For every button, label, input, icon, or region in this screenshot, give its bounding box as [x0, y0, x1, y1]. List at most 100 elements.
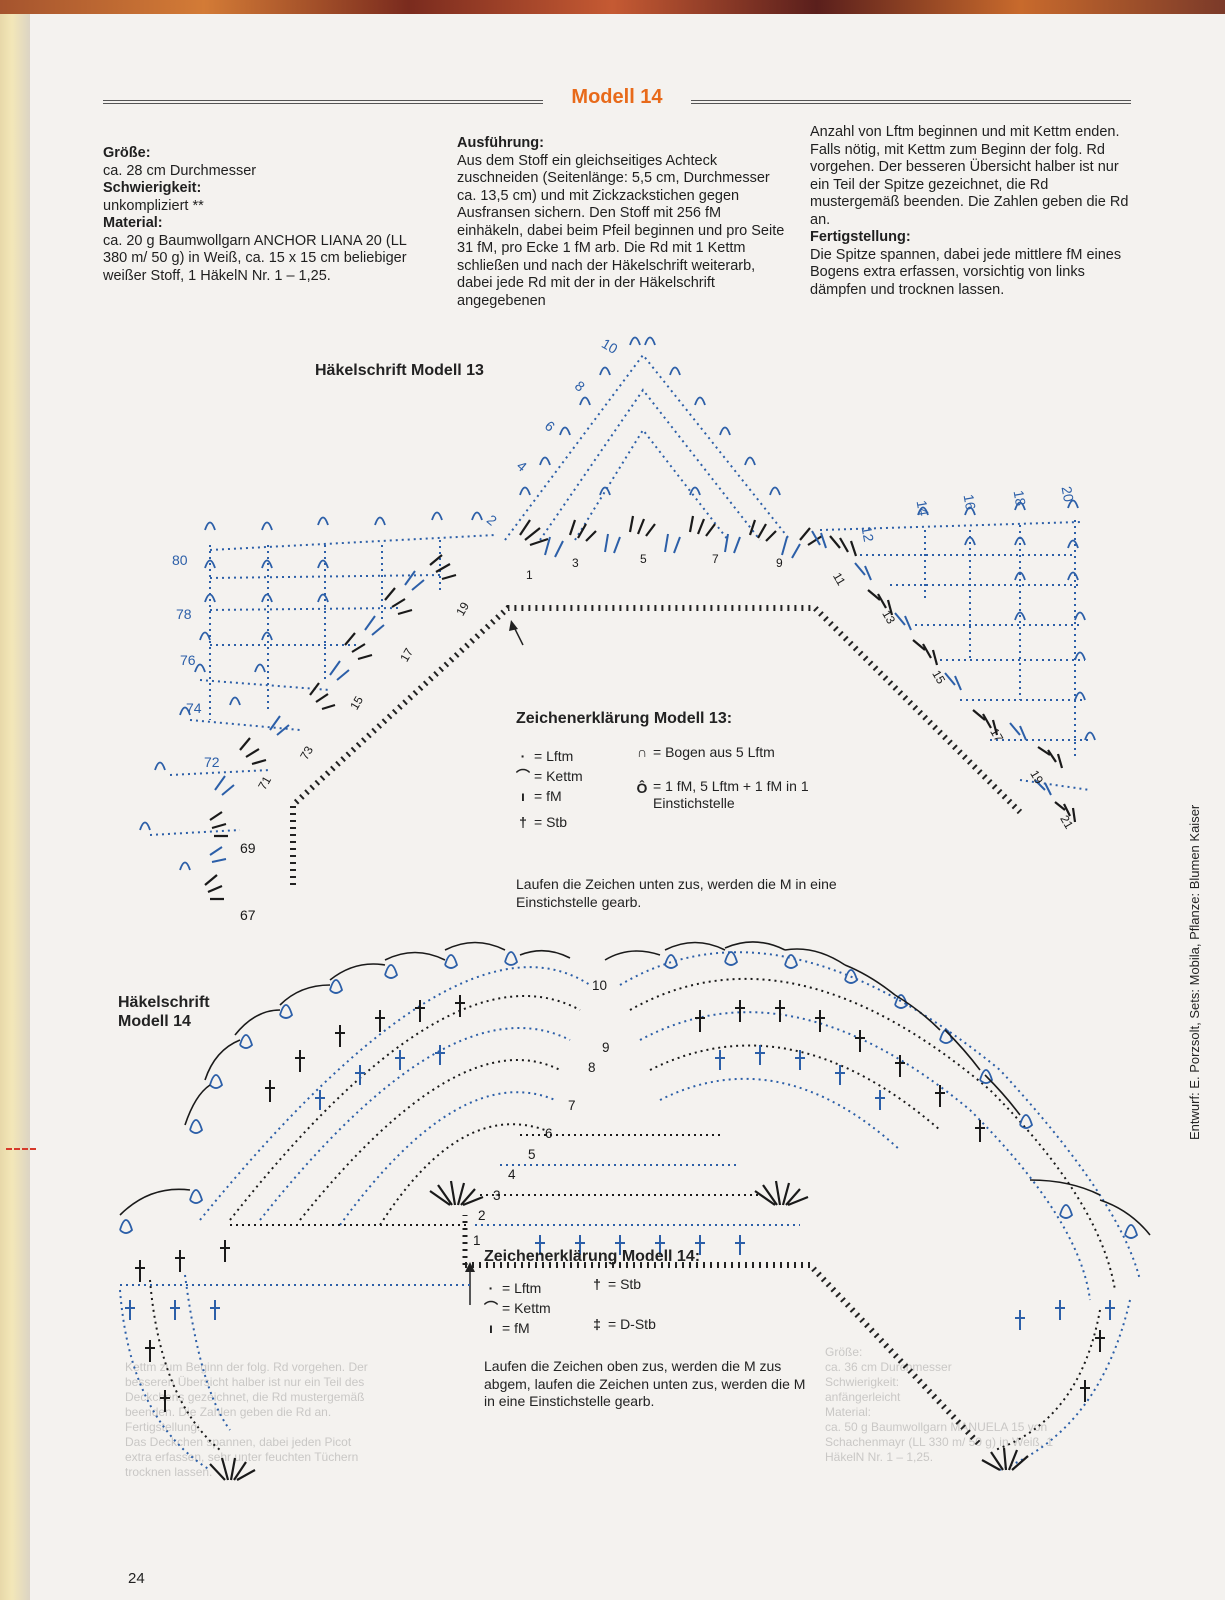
diagram-13 [139, 336, 1096, 901]
fabric-edge-13 [290, 605, 1023, 885]
diagram-14-heading: Häkelschrift Modell 14 [118, 994, 210, 1030]
legend-14-note: Laufen die Zeichen oben zus, werden die … [484, 1358, 806, 1409]
legend-13-bogen: ∩= Bogen aus 5 Lftm [636, 744, 775, 760]
bogen-14 [119, 951, 1139, 1239]
round-label: 69 [240, 840, 256, 856]
size-heading: Größe: [103, 145, 151, 161]
right-picots [917, 499, 1096, 741]
arch-icon: ∩ [636, 744, 648, 760]
round-label: 7 [568, 1098, 576, 1113]
chain-dot-icon: · [488, 1280, 494, 1296]
round-label: 16 [960, 492, 980, 512]
fan-row-top [519, 515, 823, 547]
rows-14 [120, 1134, 800, 1286]
round-label: 7 [712, 552, 719, 566]
slip-stitch-icon: ⌒ [484, 1300, 498, 1316]
legend-13-note: Laufen die Zeichen unten zus, werden die… [516, 876, 837, 910]
double-crochet-icon: † [593, 1276, 601, 1292]
round-label: 18 [1010, 488, 1030, 508]
corner-fans-14 [209, 1180, 1029, 1481]
size-text: ca. 28 cm Durchmesser [103, 162, 257, 179]
single-crochet-icon: ı [489, 1320, 493, 1336]
left-picots [139, 511, 483, 871]
round-label: 67 [240, 907, 256, 923]
round-label: 5 [640, 552, 647, 566]
right-arm-fans [829, 535, 1077, 823]
double-crochet-icon: † [519, 814, 527, 830]
blue-stitches-14 [125, 1045, 1115, 1330]
material-text: ca. 20 g Baumwollgarn ANCHOR LIANA 20 (L… [103, 232, 407, 284]
round-label: 2 [478, 1208, 486, 1223]
legend-13-title: Zeichenerklärung Modell 13: [516, 710, 733, 727]
round-label: 20 [1058, 484, 1078, 504]
execution-text: Aus dem Stoff ein gleichseitiges Achteck… [457, 152, 785, 309]
stb-stitches-14 [135, 995, 1105, 1412]
legend-13-lftm: ·= Lftm [516, 748, 574, 765]
legend-13-combo: Ô= 1 fM, 5 Lftm + 1 fM in 1 Einstichstel… [636, 778, 809, 811]
top-point-lines [504, 353, 791, 541]
instructions-column-1: Größe: ca. 28 cm Durchmesser Schwierigke… [103, 145, 433, 285]
round-label: 1 [526, 568, 533, 582]
difficulty-text: unkompliziert ** [103, 197, 204, 214]
page-number: 24 [128, 1570, 145, 1587]
legend-14-title: Zeichenerklärung Modell 14: [484, 1248, 701, 1265]
finishing-heading: Fertigstellung: [810, 229, 911, 245]
round-label: 12 [858, 524, 878, 544]
legend-14-fm: ı= fM [484, 1320, 530, 1337]
picot-icon: Ô [636, 780, 648, 796]
treble-crochet-icon: ‡ [593, 1316, 601, 1332]
arcs-14 [119, 951, 1141, 1471]
legend-13-fm: ı= fM [516, 788, 562, 805]
top-picots [519, 336, 781, 496]
round-label: 10 [592, 978, 608, 993]
legend-14-lftm: ·= Lftm [484, 1280, 542, 1297]
diagram-14 [119, 941, 1151, 1481]
right-arm-blue-fans [811, 530, 1052, 796]
binding-strip [0, 0, 30, 1600]
round-label: 6 [545, 1126, 553, 1141]
round-label: 76 [180, 652, 196, 668]
left-arm-dotted [149, 534, 496, 836]
difficulty-heading: Schwierigkeit: [103, 180, 202, 196]
finishing-text: Die Spitze spannen, dabei jede mittlere … [810, 246, 1122, 298]
show-through-text: Kettm zum Beginn der folg. Rd vorgehen. … [125, 1360, 368, 1479]
chain-dot-icon: · [520, 748, 526, 764]
slip-stitch-icon: ⌒ [516, 768, 530, 784]
round-label: 8 [588, 1060, 596, 1075]
fan-row-top-blue [544, 533, 801, 559]
header-rule-right [691, 100, 1131, 104]
top-edge-strip [0, 0, 1225, 14]
legend-13-stb: †= Stb [516, 814, 567, 831]
continuation-text: Anzahl von Lftm beginnen und mit Kettm e… [810, 124, 1129, 228]
round-label: 74 [186, 700, 202, 716]
material-heading: Material: [103, 215, 163, 231]
round-label: 9 [776, 556, 783, 570]
red-dash-mark [6, 1148, 36, 1150]
round-label: 3 [572, 556, 579, 570]
legend-14-dstb: ‡= D-Stb [590, 1316, 656, 1333]
instructions-column-3: Anzahl von Lftm beginnen und mit Kettm e… [810, 124, 1140, 299]
start-arrow-head-14 [465, 1262, 475, 1272]
section-header: Modell 14 [103, 86, 1131, 112]
legend-14-stb: †= Stb [590, 1276, 641, 1293]
legend-13-kettm: ⌒= Kettm [516, 768, 583, 784]
left-arm-fans [204, 554, 457, 901]
scallop-edge-14 [119, 941, 1151, 1236]
start-arrow-head-13 [509, 620, 518, 631]
fabric-edge-14 [465, 1262, 983, 1448]
single-crochet-icon: ı [521, 788, 525, 804]
left-arm-blue-fans [209, 570, 425, 863]
execution-heading: Ausführung: [457, 135, 544, 151]
round-label: 4 [508, 1167, 516, 1182]
design-credit: Entwurf: E. Porzsolt, Sets: Mobila, Pfla… [1187, 804, 1202, 1140]
round-label: 14 [913, 498, 933, 518]
round-label: 1 [473, 1233, 481, 1248]
round-label: 9 [602, 1040, 610, 1055]
header-rule-left [103, 100, 543, 104]
round-label: 78 [176, 606, 192, 622]
round-label: 5 [528, 1147, 536, 1162]
round-label: 80 [172, 552, 188, 568]
